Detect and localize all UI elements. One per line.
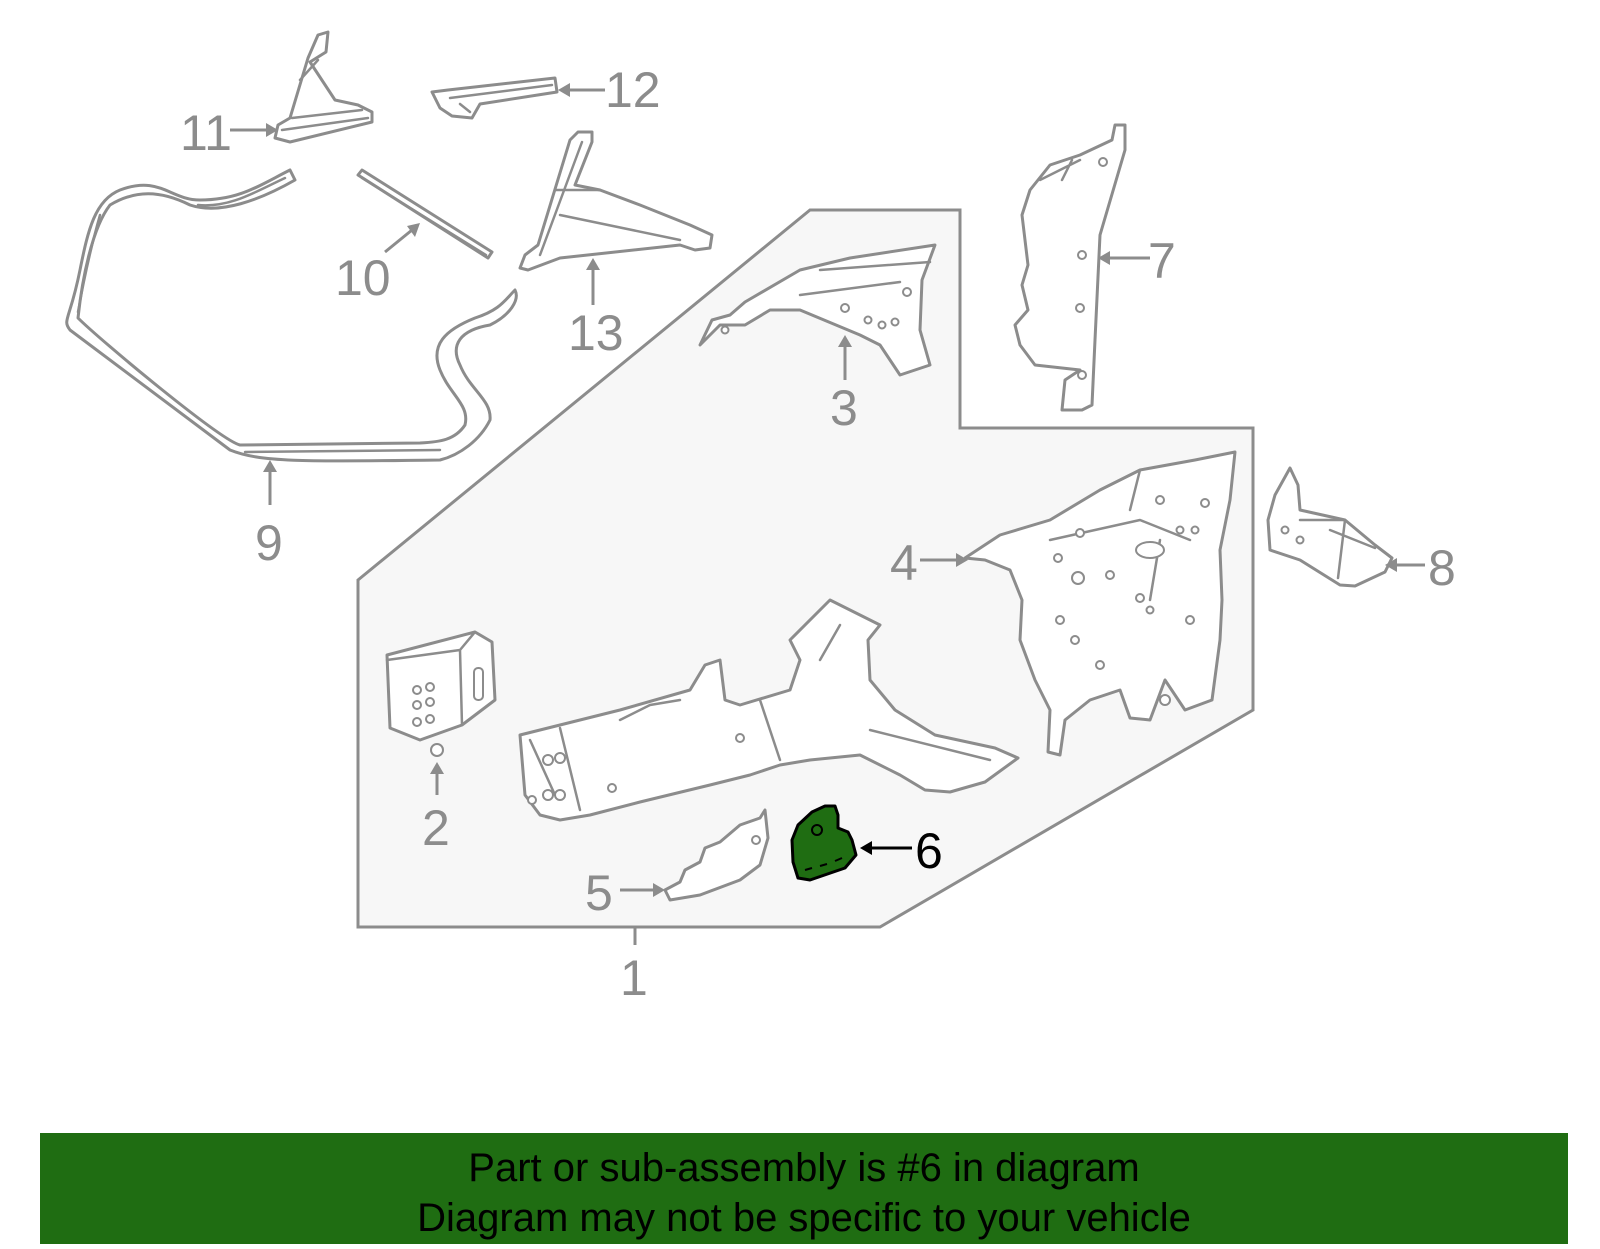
callout-5: 5 [585,865,613,921]
callout-3: 3 [830,380,858,436]
callout-1: 1 [620,950,648,1006]
callout-11: 11 [180,105,232,161]
part-13-bracket-arm[interactable] [518,130,714,272]
callout-13: 13 [568,305,624,361]
callout-12: 12 [605,62,661,118]
part-12-rail[interactable] [430,76,559,120]
callout-2: 2 [422,800,450,856]
banner-line-1: Part or sub-assembly is #6 in diagram [468,1146,1140,1190]
callout-8: 8 [1428,540,1456,596]
info-banner: Part or sub-assembly is #6 in diagram Di… [40,1133,1568,1244]
callout-6: 6 [915,823,943,879]
part-11-bracket[interactable] [273,30,374,144]
banner-line-2: Diagram may not be specific to your vehi… [417,1196,1191,1240]
part-5-lower-panel[interactable] [663,808,770,902]
callout-labels: 11 12 10 13 9 3 7 4 8 2 5 1 6 [180,62,1456,1006]
callout-7: 7 [1148,233,1176,289]
callout-10: 10 [335,250,391,306]
part-7-vertical-panel[interactable] [1013,123,1127,412]
parts-diagram: 11 12 10 13 9 3 7 4 8 2 5 1 6 [65,30,1456,1006]
callout-arrows [230,83,1425,945]
part-3-upper-panel[interactable] [698,243,937,377]
part-1-main-rail[interactable] [518,598,1020,822]
part-9-frame-seal[interactable] [65,168,518,463]
callout-9: 9 [255,515,283,571]
callout-4: 4 [890,535,918,591]
part-10-bar[interactable] [356,168,494,260]
part-2-block-bracket[interactable] [385,630,497,757]
part-4-wheelhouse-panel[interactable] [963,450,1237,757]
part-8-side-bracket[interactable] [1266,466,1394,588]
part-6-highlighted-bracket[interactable] [790,804,858,882]
